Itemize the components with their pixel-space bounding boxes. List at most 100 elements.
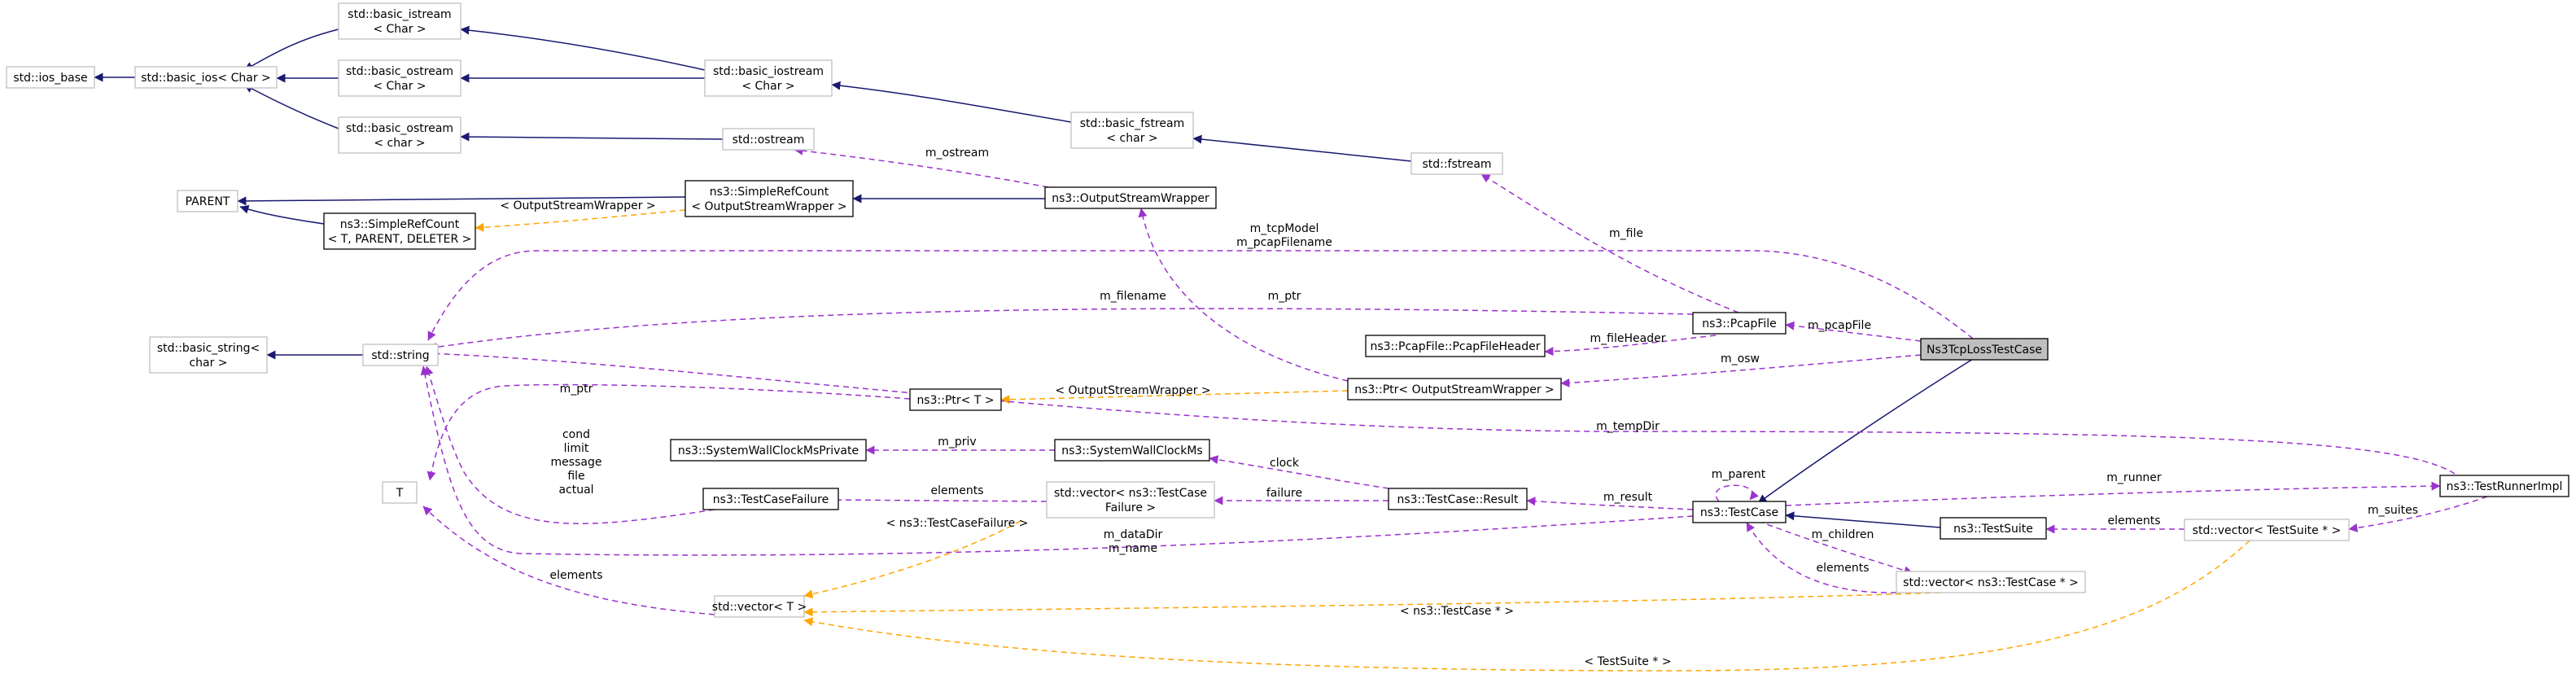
node-t[interactable]: T: [382, 481, 418, 504]
edge-use-elements_failure: [826, 495, 1047, 505]
edge-tmpl-simplerefcount: [475, 209, 686, 232]
node-ns3-simplerefcount-osw[interactable]: ns3::SimpleRefCount< OutputStreamWrapper…: [684, 180, 854, 217]
node-std-string[interactable]: std::string: [362, 344, 439, 366]
edge-use-m_children: [1757, 520, 1913, 576]
edge-use-m_suites: [2348, 496, 2488, 532]
edge-tmpl-ptr: [1000, 390, 1349, 405]
edge-inherit-fstream-basic_fstream: [1192, 134, 1412, 162]
svg-text:ns3::SystemWallClockMs: ns3::SystemWallClockMs: [1061, 444, 1202, 457]
svg-text:std::basic_string<char >: std::basic_string<char >: [157, 342, 260, 370]
edge-label-m_parent: m_parent: [1712, 468, 1766, 481]
svg-text:std::fstream: std::fstream: [1422, 158, 1491, 171]
svg-text:std::vector< ns3::TestCaseFail: std::vector< ns3::TestCaseFailure >: [1054, 487, 1207, 514]
svg-text:ns3::TestCaseFailure: ns3::TestCaseFailure: [713, 493, 829, 506]
edge-use-m_osw: [1560, 354, 1922, 387]
edge-label-m_osw: m_osw: [1721, 352, 1760, 365]
node-std-ios-base[interactable]: std::ios_base: [6, 66, 95, 89]
svg-text:std::string: std::string: [371, 349, 429, 362]
edge-use-m_result: [1526, 497, 1694, 510]
edge-use-m_dataDir_name: [420, 365, 1694, 556]
svg-text:ns3::PcapFile: ns3::PcapFile: [1702, 317, 1777, 330]
svg-text:ns3::PcapFile::PcapFileHeader: ns3::PcapFile::PcapFileHeader: [1371, 340, 1541, 353]
edge-label-m_suites: m_suites: [2368, 504, 2418, 517]
edge-use-m_tempDir: [427, 348, 2456, 475]
node-ns3-systemwallclockms[interactable]: ns3::SystemWallClockMs: [1054, 439, 1210, 462]
svg-text:std::vector< T >: std::vector< T >: [712, 601, 807, 614]
svg-text:ns3::SimpleRefCount< T, PARENT: ns3::SimpleRefCount< T, PARENT, DELETER …: [328, 218, 472, 246]
svg-text:std::basic_iostream< Char >: std::basic_iostream< Char >: [713, 65, 824, 93]
edge-label-m_ptr-osw: m_ptr: [1268, 290, 1301, 303]
edge-inherit-simplerefcount_osw-parent: [237, 196, 686, 206]
edge-inherit-basic_iostream-basic_istream: [460, 25, 706, 71]
node-ns3-systemwallclockmsprivate[interactable]: ns3::SystemWallClockMsPrivate: [670, 439, 867, 462]
node-ns3-ptr-osw[interactable]: ns3::Ptr< OutputStreamWrapper >: [1347, 378, 1562, 400]
edge-use-m_filename: [427, 308, 1694, 352]
edge-label-m_priv: m_priv: [938, 435, 976, 449]
node-ns3-simplerefcount-t[interactable]: ns3::SimpleRefCount< T, PARENT, DELETER …: [323, 212, 476, 250]
edge-label-m_runner: m_runner: [2106, 471, 2162, 484]
edge-use-failure_fields: [424, 365, 715, 524]
node-ns3-outputstreamwrapper[interactable]: ns3::OutputStreamWrapper: [1044, 186, 1217, 209]
edge-label-m_children: m_children: [1812, 528, 1874, 541]
edge-label-m_result: m_result: [1603, 491, 1653, 504]
node-std-vector-testsuite[interactable]: std::vector< TestSuite * >: [2184, 519, 2350, 541]
svg-text:std::basic_istream< Char >: std::basic_istream< Char >: [348, 8, 451, 36]
svg-text:ns3::TestSuite: ns3::TestSuite: [1953, 523, 2033, 536]
svg-text:ns3::TestRunnerImpl: ns3::TestRunnerImpl: [2447, 480, 2563, 493]
node-std-basic-iostream[interactable]: std::basic_iostream< Char >: [704, 59, 833, 97]
node-ns3-ptr-t[interactable]: ns3::Ptr< T >: [909, 388, 1002, 411]
edge-label-m_file: m_file: [1609, 227, 1643, 240]
node-std-basic-ostream-Char[interactable]: std::basic_ostream< Char >: [338, 59, 461, 97]
edge-tmpl-vec_suite: [803, 540, 2250, 672]
edge-label-vec_failure-template: < ns3::TestCaseFailure >: [886, 517, 1029, 530]
node-ns3tcplosstestcase[interactable]: Ns3TcpLossTestCase: [1920, 338, 2049, 361]
edge-inherit-simplerefcount_t-parent: [239, 204, 325, 225]
node-ns3-testcasefailure[interactable]: ns3::TestCaseFailure: [702, 488, 839, 510]
svg-text:std::ios_base: std::ios_base: [13, 72, 87, 85]
node-ns3-testrunnerimpl[interactable]: ns3::TestRunnerImpl: [2439, 475, 2569, 497]
node-ns3-testsuite[interactable]: ns3::TestSuite: [1940, 517, 2047, 540]
edge-inherit-basic_fstream-basic_iostream: [831, 81, 1072, 123]
node-std-vector-testcase[interactable]: std::vector< ns3::TestCase * >: [1896, 571, 2086, 593]
edge-inherit-basic_ostream_c-basic_ios: [243, 84, 339, 129]
node-ns3-pcapfile[interactable]: ns3::PcapFile: [1692, 312, 1787, 335]
node-std-ostream[interactable]: std::ostream: [722, 128, 815, 151]
edge-label-m_ptr-t: m_ptr: [560, 383, 593, 396]
edge-inherit-ostream-basic_ostream_c: [460, 132, 724, 142]
node-std-basic-ostream-char[interactable]: std::basic_ostream< char >: [338, 116, 461, 154]
edge-use-m_tcpModel_pcapFilename: [427, 250, 1974, 341]
svg-text:PARENT: PARENT: [186, 195, 230, 208]
node-std-basic-fstream[interactable]: std::basic_fstream< char >: [1070, 112, 1194, 149]
edge-label-m_pcapFile: m_pcapFile: [1808, 319, 1871, 332]
svg-text:ns3::Ptr< OutputStreamWrapper: ns3::Ptr< OutputStreamWrapper >: [1354, 383, 1555, 396]
node-ns3-testcase-result[interactable]: ns3::TestCase::Result: [1388, 488, 1528, 510]
svg-text:std::ostream: std::ostream: [733, 133, 805, 147]
edge-use-m_ostream: [794, 146, 1049, 188]
node-std-fstream[interactable]: std::fstream: [1410, 152, 1503, 175]
node-std-basic-ios[interactable]: std::basic_ios< Char >: [134, 66, 278, 89]
node-ns3-testcase[interactable]: ns3::TestCase: [1692, 501, 1787, 523]
edge-label-elements-testcase: elements: [1816, 562, 1869, 575]
node-std-basic-istream[interactable]: std::basic_istream< Char >: [338, 2, 461, 40]
svg-text:std::basic_ostream< char >: std::basic_ostream< char >: [346, 122, 453, 150]
edge-use-m_runner: [1785, 481, 2441, 506]
edge-tmpl-vec_failure: [803, 520, 1021, 599]
edge-label-vec_testcase-template: < ns3::TestCase * >: [1400, 605, 1514, 618]
edge-label-failure: failure: [1266, 487, 1302, 500]
svg-text:ns3::SimpleRefCount< OutputStr: ns3::SimpleRefCount< OutputStreamWrapper…: [691, 186, 846, 213]
edge-use-m_ptr_t: [426, 383, 911, 481]
node-std-vector-t[interactable]: std::vector< T >: [712, 595, 807, 618]
edge-use-m_ptr_osw: [1138, 208, 1349, 382]
edge-tmpl-vec_testcase: [803, 592, 1941, 617]
edge-label-ptr-template: < OutputStreamWrapper >: [1055, 384, 1210, 397]
edge-inherit-focus-testcase: [1757, 358, 1974, 504]
node-ns3-pcapfileheader[interactable]: ns3::PcapFile::PcapFileHeader: [1365, 335, 1546, 357]
node-std-basic-string[interactable]: std::basic_string<char >: [149, 336, 268, 374]
svg-text:T: T: [396, 487, 404, 500]
node-parent[interactable]: PARENT: [177, 190, 238, 212]
edge-label-vec_suite-template: < TestSuite * >: [1584, 655, 1671, 668]
